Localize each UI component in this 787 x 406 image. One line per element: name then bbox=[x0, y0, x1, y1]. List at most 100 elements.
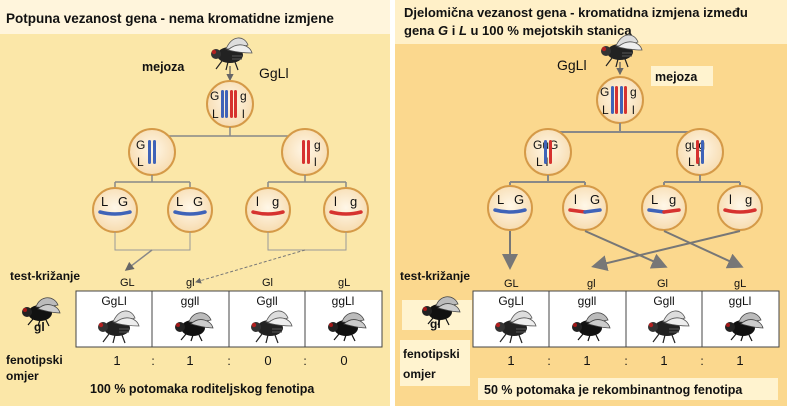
right-offspring-genotype-2: ggll bbox=[578, 294, 597, 308]
svg-text:L: L bbox=[101, 194, 108, 209]
svg-text:L: L bbox=[651, 192, 658, 207]
left-testcross-label: test-križanje bbox=[10, 269, 80, 283]
svg-text:g: g bbox=[630, 85, 637, 99]
svg-text:g: g bbox=[669, 192, 676, 207]
right-ratio-4: 1 bbox=[736, 353, 743, 368]
left-parent-cell: G g L l bbox=[206, 80, 254, 128]
right-footer: 50 % potomaka je rekombinantnog fenotipa bbox=[484, 383, 743, 397]
svg-text:l: l bbox=[729, 192, 732, 207]
svg-text:l: l bbox=[574, 192, 577, 207]
right-gamete-cell-2: l G bbox=[562, 185, 608, 231]
left-gamete-label-4: gL bbox=[338, 277, 350, 289]
right-gamete-cell-1: L G bbox=[487, 185, 533, 231]
right-gamete-label-4: gL bbox=[734, 278, 746, 290]
left-gamete-label-1: GL bbox=[120, 277, 135, 289]
left-offspring-genotype-3: Ggll bbox=[256, 294, 277, 308]
svg-text:G: G bbox=[600, 85, 609, 99]
left-gamete-cell-3: l g bbox=[245, 187, 291, 233]
left-gamete-label-2: gl bbox=[186, 277, 195, 289]
left-title: Potpuna vezanost gena - nema kromatidne … bbox=[6, 11, 334, 26]
right-gamete-label-1: GL bbox=[504, 278, 519, 290]
right-gamete-label-2: gl bbox=[587, 278, 596, 290]
svg-text:g: g bbox=[350, 194, 357, 209]
left-phenotype-label-2: omjer bbox=[6, 369, 39, 383]
right-offspring-table: GgLl ggll Ggll ggLl bbox=[472, 290, 780, 348]
left-footer: 100 % potomaka roditeljskog fenotipa bbox=[90, 382, 315, 396]
left-ratio-4: 0 bbox=[340, 353, 347, 368]
svg-text:g: g bbox=[745, 192, 752, 207]
left-parent-genotype: GgLl bbox=[259, 65, 289, 81]
left-meiosis-label: mejoza bbox=[142, 60, 185, 74]
svg-text::: : bbox=[151, 354, 154, 368]
right-meiosis-label: mejoza bbox=[655, 70, 698, 84]
right-gamete-label-3: Gl bbox=[657, 278, 668, 290]
right-ratio-3: 1 bbox=[660, 353, 667, 368]
svg-text:l: l bbox=[242, 107, 245, 121]
right-offspring-genotype-4: ggLl bbox=[729, 294, 752, 308]
right-tester-genotype: gl bbox=[430, 317, 441, 331]
right-offspring-genotype-3: Ggll bbox=[653, 294, 674, 308]
svg-text:G: G bbox=[193, 194, 203, 209]
right-parent-cell: G g L l bbox=[596, 76, 644, 124]
left-gamete-cell-1: L G bbox=[92, 187, 138, 233]
svg-text:l: l bbox=[334, 194, 337, 209]
right-offspring-genotype-1: GgLl bbox=[498, 294, 523, 308]
left-offspring-table: GgLl ggll Ggll ggLl bbox=[75, 290, 383, 348]
svg-text:G: G bbox=[514, 192, 524, 207]
svg-text:g: g bbox=[314, 138, 321, 152]
svg-text:G: G bbox=[210, 89, 219, 103]
right-gamete-cell-3: L g bbox=[641, 185, 687, 231]
right-gamete-cell-4: l g bbox=[717, 185, 763, 231]
svg-text:L: L bbox=[602, 103, 609, 117]
right-phenotype-label-2: omjer bbox=[403, 367, 436, 381]
svg-text:L: L bbox=[176, 194, 183, 209]
svg-text:gug: gug bbox=[685, 138, 705, 152]
left-offspring-genotype-4: ggLl bbox=[332, 294, 355, 308]
right-title-band bbox=[395, 0, 787, 44]
left-offspring-genotype-2: ggll bbox=[181, 294, 200, 308]
left-secondary-cell-2: g l bbox=[281, 128, 329, 176]
right-meiosis-box bbox=[651, 66, 713, 86]
left-tester-genotype: gl bbox=[34, 320, 45, 334]
right-secondary-cell-1: GuG L l bbox=[524, 128, 572, 176]
left-offspring-genotype-1: GgLl bbox=[101, 294, 126, 308]
svg-text::: : bbox=[624, 354, 627, 368]
right-ratio-2: 1 bbox=[583, 353, 590, 368]
svg-text:L: L bbox=[137, 155, 144, 169]
svg-text:L: L bbox=[212, 107, 219, 121]
svg-text:l: l bbox=[632, 103, 635, 117]
svg-text::: : bbox=[547, 354, 550, 368]
left-ratio-3: 0 bbox=[264, 353, 271, 368]
svg-text:G: G bbox=[590, 192, 600, 207]
svg-text:L: L bbox=[497, 192, 504, 207]
left-gamete-cell-4: l g bbox=[323, 187, 369, 233]
right-ratio-1: 1 bbox=[507, 353, 514, 368]
svg-text::: : bbox=[700, 354, 703, 368]
left-ratio-2: 1 bbox=[186, 353, 193, 368]
left-gamete-cell-2: L G bbox=[167, 187, 213, 233]
svg-text:G: G bbox=[118, 194, 128, 209]
svg-text::: : bbox=[303, 354, 306, 368]
left-ratio-1: 1 bbox=[113, 353, 120, 368]
right-title-line1: Djelomična vezanost gena - kromatidna iz… bbox=[404, 5, 748, 20]
right-secondary-cell-2: gug L l bbox=[676, 128, 724, 176]
panel-divider bbox=[390, 0, 395, 406]
left-secondary-cell-1: G L bbox=[128, 128, 176, 176]
right-parent-genotype: GgLl bbox=[557, 57, 587, 73]
right-testcross-label: test-križanje bbox=[400, 269, 470, 283]
svg-text:G: G bbox=[136, 138, 145, 152]
svg-text:l: l bbox=[314, 155, 317, 169]
left-title-band bbox=[0, 0, 390, 34]
right-phenotype-label-1: fenotipski bbox=[403, 347, 460, 361]
right-title-line2: gena G i L u 100 % mejotskih stanica bbox=[404, 23, 632, 38]
right-phenotype-box bbox=[400, 340, 470, 386]
right-footer-box bbox=[478, 378, 778, 400]
svg-text:g: g bbox=[240, 89, 247, 103]
svg-text:l: l bbox=[256, 194, 259, 209]
left-gamete-label-3: Gl bbox=[262, 277, 273, 289]
svg-text:g: g bbox=[272, 194, 279, 209]
left-phenotype-label-1: fenotipski bbox=[6, 353, 63, 367]
svg-text::: : bbox=[227, 354, 230, 368]
